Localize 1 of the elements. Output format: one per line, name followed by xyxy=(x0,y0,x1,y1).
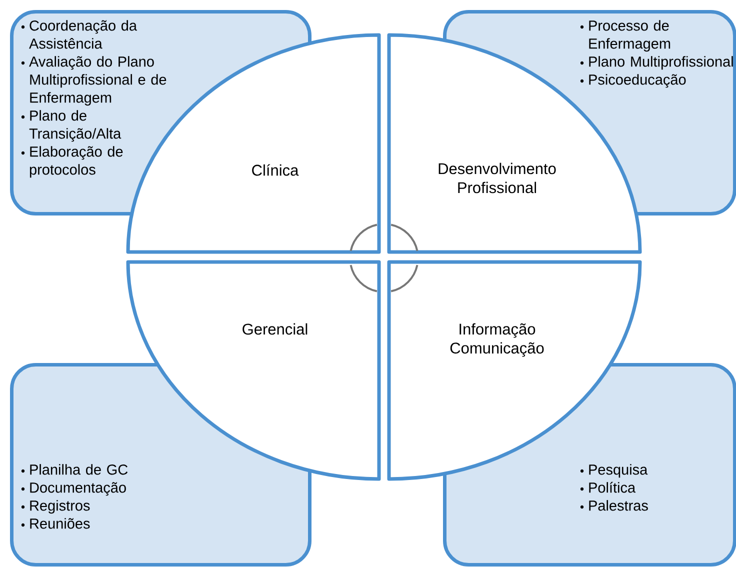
quadrant: Gerencial xyxy=(126,260,381,481)
